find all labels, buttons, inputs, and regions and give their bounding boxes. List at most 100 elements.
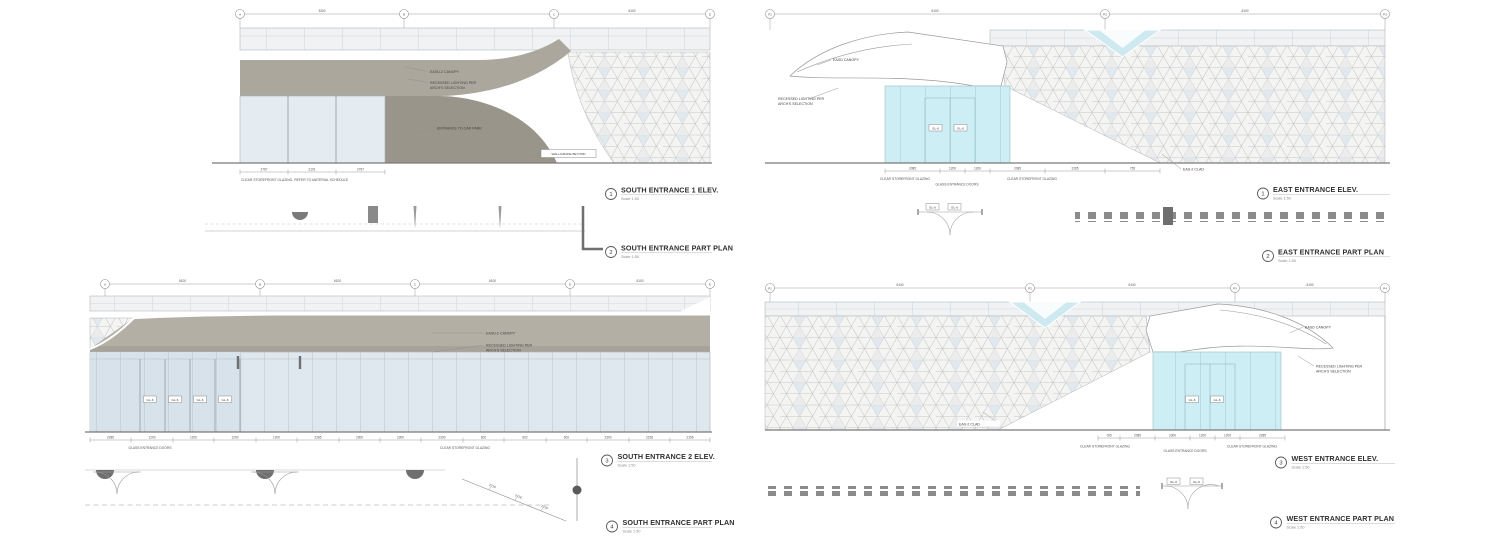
view-title-south2-plan: 4 SOUTH ENTRANCE PART PLAN Scale 1:50 (606, 518, 735, 533)
dim-label: 6100 (1128, 283, 1135, 287)
glass-tag-label: GL-6 (222, 398, 229, 402)
view-title-south2-elev: 3 SOUTH ENTRANCE 2 ELEV. Scale 1:50 (601, 452, 715, 467)
grid-bubble-label: C (414, 282, 417, 286)
view-title-west-plan: 4 WEST ENTRANCE PART PLAN Scale 1:50 (1270, 514, 1395, 529)
view-number-bubble (605, 246, 617, 258)
grid-bubble (705, 279, 715, 289)
plan-column (406, 470, 424, 479)
glazing-mullions (1153, 352, 1281, 430)
plan-column (292, 212, 308, 220)
glass-tag (953, 124, 968, 132)
canopy-curve-gap (89, 317, 135, 350)
parapet-joints (240, 28, 710, 50)
material-label: CLEAR STOREFRONT GLAZING (1080, 445, 1130, 449)
dim-label: 1200 (231, 436, 238, 440)
entrance-doors (139, 359, 241, 432)
dim-label: 1200 (1224, 434, 1231, 438)
canopy-band (240, 39, 571, 96)
annotation-canopy: EASD-2 CANOPY (430, 70, 460, 74)
skylight-notch-inner (1099, 30, 1146, 48)
glazing-mullions (90, 352, 710, 432)
glass-tag (168, 395, 182, 403)
view-number: 2 (1266, 254, 1269, 260)
dim-label: 2085 (909, 167, 916, 171)
annotation-backing (957, 420, 1000, 427)
dim-label: 2300 (397, 436, 404, 440)
view-number: 4 (1274, 521, 1278, 527)
grid-bubble-label: P3 (1233, 286, 1237, 290)
glass-tag (193, 395, 207, 403)
dim-label: 2767 (357, 167, 364, 171)
dim-label: 2716 (488, 483, 496, 489)
part-plan-south1 (205, 206, 603, 251)
glass-tag-label: GL-6 (951, 205, 958, 209)
dim-label: 1200 (1199, 434, 1206, 438)
annotation-clad: EAS-2 CLAD (1183, 168, 1204, 172)
view-number: 2 (609, 250, 612, 256)
dim-label: 2265 (1071, 167, 1078, 171)
view-title: WEST ENTRANCE PART PLAN (1287, 514, 1395, 523)
view-title: WEST ENTRANCE ELEV. (1292, 454, 1379, 463)
view-number: 1 (1261, 192, 1264, 198)
grid-line-row: A B C D 3300 6100 (235, 9, 715, 28)
annotation-lighting: RECESSED LIGHTING PER (1316, 365, 1363, 369)
annotation-wall: WALL/GRADE BEYOND (551, 152, 586, 156)
panel-west-entrance: P1 P2 P3 P4 6100 6100 6100 GL-6 (764, 283, 1395, 529)
dim-label: 1200 (190, 436, 197, 440)
view-number: 3 (605, 459, 608, 465)
glass-tag-label: GL-6 (1170, 480, 1177, 484)
elevation-drawing: 2767 2101 2767 CLEAR STOREFRONT GLAZING.… (212, 27, 712, 182)
recessed-light-marker (236, 356, 240, 369)
grid-bubble (1380, 283, 1390, 293)
paver-strip (768, 486, 1140, 496)
dim-label: 6100 (931, 9, 938, 13)
view-number-bubble (1257, 187, 1269, 200)
view-number-bubble (1262, 250, 1274, 262)
view-number: 1 (609, 192, 612, 198)
grid-bubble (565, 279, 575, 289)
door-swing (116, 471, 140, 495)
elevation-drawing: GL-6 GL-6 765 2085 2300 1200 1200 2285 C… (764, 301, 1390, 453)
dim-label: 602 (564, 436, 570, 440)
grid-line-row: P1 P2 P3 P4 6100 6100 6100 (765, 283, 1390, 302)
grid-bubble (1100, 9, 1110, 19)
grid-bubble (410, 279, 420, 289)
material-label: GLASS ENTRANCE DOORS (1163, 449, 1207, 453)
dim-label: 6100 (179, 279, 186, 283)
canopy-beak (1145, 303, 1334, 353)
view-title: SOUTH ENTRANCE PART PLAN (623, 518, 735, 527)
annotation-lighting: ARCH'S SELECTION (430, 86, 465, 90)
scale-label: Scale 1:50 (1273, 196, 1291, 200)
carpark-entrance-recess (385, 96, 557, 163)
view-number-bubble (601, 454, 613, 467)
annotation-entrance: ENTRANCE TO CAR PARK (437, 127, 482, 131)
dim-label: 1200 (974, 167, 981, 171)
grid-bubble-label: A (104, 282, 107, 286)
hex-cladding (764, 315, 1151, 431)
dim-label: 3300 (318, 9, 325, 13)
glass-tag (218, 395, 232, 403)
panel-east-entrance: P1 P2 P3 6100 6100 GL-6 GL-6 (765, 9, 1390, 263)
glass-tag-label: GL-6 (1193, 480, 1200, 484)
canopy-fold-line (1219, 309, 1327, 345)
dim-label: 2285 (314, 436, 321, 440)
dim-label: 1200 (148, 436, 155, 440)
dim-label: 6100 (1306, 283, 1313, 287)
plan-dim-string (461, 478, 567, 522)
dim-label: 2156 (646, 436, 653, 440)
annotation-lighting: ARCH'S SELECTION (486, 349, 521, 353)
glass-tag-label: GL-6 (1214, 398, 1221, 402)
annotation-clad: EAS-2 CLAD (959, 423, 980, 427)
grid-bubble (1380, 9, 1390, 19)
view-title-west-elev: 3 WEST ENTRANCE ELEV. Scale 1:50 (1275, 454, 1395, 469)
dim-label: 6100 (636, 279, 643, 283)
view-title-south1-plan: 2 SOUTH ENTRANCE PART PLAN Scale 1:50 (605, 244, 733, 259)
entrance-doors (924, 97, 976, 163)
canopy-fold-line (796, 43, 913, 73)
annotation-lighting: ARCH'S SELECTION (778, 102, 813, 106)
door-swing (926, 211, 951, 236)
grid-bubble (549, 9, 559, 19)
glass-tag-label: GL-6 (932, 126, 939, 130)
part-plan-south2: 2716 2716 2716 (85, 458, 582, 522)
